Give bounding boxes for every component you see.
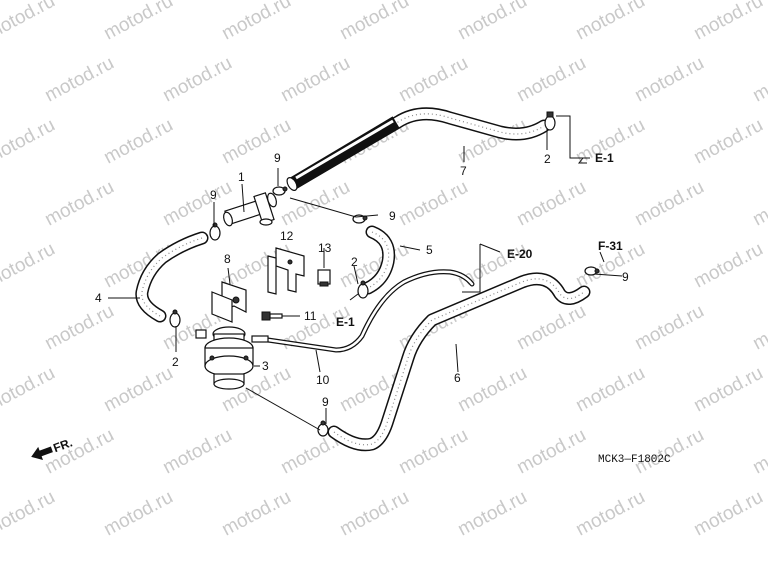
hose-6 [327,272,591,452]
watermark-text: motod.ru [0,115,59,169]
watermark-text: motod.ru [395,53,471,107]
t-joint-1 [223,192,277,227]
callout-11: 11 [304,309,317,323]
reference-lines [349,115,605,301]
watermark-text: motod.ru [513,53,589,107]
watermark-text: motod.ru [454,363,530,417]
watermark-text: motod.ru [513,177,589,231]
watermark-text: motod.ru [631,53,707,107]
watermark-text: motod.ru [690,487,766,541]
watermark-text: motod.ru [100,363,176,417]
watermark-text: motod.ru [336,487,412,541]
watermark-text: motod.ru [749,53,768,107]
watermark-text: motod.ru [0,239,59,293]
watermark-text: motod.ru [690,363,766,417]
clamp-9-d [584,266,600,276]
callouts: 1 2 2 2 3 4 5 6 7 8 9 9 9 9 9 10 11 12 1… [95,151,629,409]
watermark-text: motod.ru [690,0,766,44]
watermark-text: motod.ru [0,487,59,541]
callout-12: 12 [280,229,294,243]
watermark-text: motod.ru [631,177,707,231]
callout-2: 2 [351,255,358,269]
watermark-text: motod.ru [454,487,530,541]
watermark-text: motod.ru [41,425,117,479]
watermark-text: motod.ru [395,177,471,231]
watermark-text: motod.ru [0,363,59,417]
bracket-8 [211,281,247,323]
reference-labels: E-1 E-1 E-20 F-31 [336,151,623,329]
watermark-text: motod.ru [100,0,176,44]
callout-10: 10 [316,373,330,387]
callout-9: 9 [322,395,329,409]
watermark-text: motod.ru [513,301,589,355]
callout-9: 9 [622,270,629,284]
nut-13 [317,269,331,287]
watermark-text: motod.ru [690,239,766,293]
watermark-text: motod.ru [690,115,766,169]
watermark-text: motod.ru [218,115,294,169]
watermark-text: motod.ru [572,487,648,541]
callout-6: 6 [454,371,461,385]
watermark-text: motod.ru [395,425,471,479]
callout-leaders [108,128,623,431]
ref-e20: E-20 [507,247,533,261]
watermark-text: motod.ru [218,0,294,44]
clamp-9-b [209,222,221,241]
hose-5 [361,225,396,295]
bolt-11 [261,311,283,321]
watermark-text: motod.ru [749,301,768,355]
front-arrow-icon [31,446,53,460]
bracket-12 [267,247,305,295]
watermark-text: motod.ru [572,363,648,417]
watermark-text: motod.ru [277,53,353,107]
valve-3 [195,326,269,390]
callout-4: 4 [95,291,102,305]
callout-2: 2 [172,355,179,369]
watermark-text: motod.ru [100,487,176,541]
callout-2: 2 [544,152,551,166]
callout-5: 5 [426,243,433,257]
callout-7: 7 [460,164,467,178]
ref-e1-mid: E-1 [336,315,355,329]
watermark-text: motod.ru [631,425,707,479]
watermark-text: motod.ru [159,425,235,479]
front-marker: FR. [31,435,74,460]
watermark-text: motod.ru [749,425,768,479]
callout-9: 9 [210,188,217,202]
tube-10 [265,269,475,353]
watermark-text: motod.ru [572,0,648,44]
hose-4 [135,231,209,323]
clamp-2-mid [357,280,369,299]
clamp-2-left [169,309,181,328]
diagram-code: MCK3—F1802C [598,454,671,466]
callout-1: 1 [238,170,245,184]
callout-9: 9 [274,151,281,165]
watermark-text: motod.ru [749,177,768,231]
callout-8: 8 [224,252,231,266]
watermark-text: motod.ru [336,0,412,44]
clamp-9-a [272,186,288,196]
watermark-text: motod.ru [0,0,59,44]
watermark-text: motod.ru [513,425,589,479]
watermark-text: motod.ru [41,53,117,107]
hose-7 [286,107,551,191]
watermark-text: motod.ru [454,0,530,44]
clamp-9-e [317,420,329,437]
ref-e1-top: E-1 [595,151,614,165]
watermark-text: motod.ru [41,301,117,355]
front-label: FR. [51,435,74,455]
watermark-text: motod.ru [41,177,117,231]
callout-9: 9 [389,209,396,223]
clamp-2-top [544,111,556,131]
callout-13: 13 [318,241,332,255]
callout-3: 3 [262,359,269,373]
watermark-text: motod.ru [218,487,294,541]
ref-f31: F-31 [598,239,623,253]
watermark-text: motod.ru [159,53,235,107]
watermark-text: motod.ru [631,301,707,355]
watermark-text: motod.ru [159,177,235,231]
watermark-text: motod.ru [100,115,176,169]
